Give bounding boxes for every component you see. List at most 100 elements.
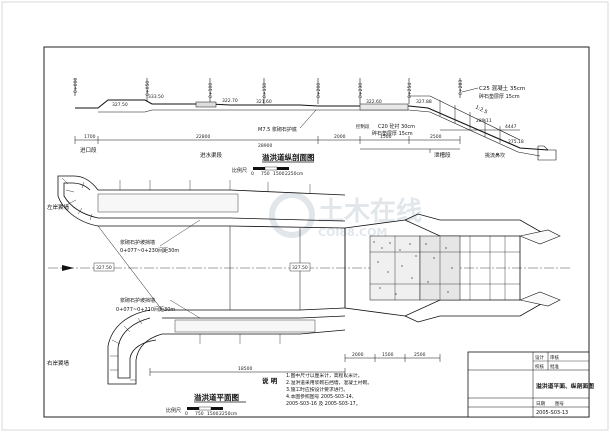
title-block-reviewer: 审核 [550,354,559,361]
plan-elevation-2: 327.50 [292,265,308,271]
plan-scale-tick-1: 750 [195,411,204,417]
notes-line-5: 2005-S03-16 及 2005-S03-17。 [286,401,361,407]
title-block: 设计 审核 校核 批准 溢洪道平面、纵剖面图 日期 图号 2005-S03-13 [467,351,594,418]
elevation-7: 275.18 [508,139,524,145]
section-inlet: 进口段 [80,146,97,154]
plan-upper-wing-wall [57,175,99,227]
profile-scale-tick-3: 2250cm [285,171,303,177]
annotation-dissipator: 挑流鼻坎 [485,152,505,159]
annotation-gravel: 碎石垫层厚 15cm [479,93,520,100]
plan-range-label-2: 0+077~0+210间距30m [116,306,175,313]
sheet-inner-frame [43,46,590,418]
plan-upper-bank [97,189,346,229]
plan-protection-label-1: 浆砌石护坡挡墙 [120,239,155,246]
dim-stilling: 2000 [334,134,346,140]
elevation-2: 322.70 [222,98,238,104]
profile-scale-bar: 0 750 1500 2250cm [251,166,303,177]
annotation-m75: M7.5 浆砌石护底 [258,126,297,133]
plan-dimension-line [149,354,441,376]
dim-chute: 28900 [258,143,272,149]
dim-d1: 1500 [380,134,392,140]
profile-chute-steps [439,100,501,143]
title-block-drawing-name: 溢洪道平面、纵剖面图 [536,382,594,390]
watermark-text-cn: 土木在线 [318,197,422,227]
profile-scale-tick-0: 0 [251,171,254,177]
title-block-drawing-number: 2005-S03-13 [536,410,568,416]
station-0: 0+000 [73,78,79,93]
plan-dim-c: 2500 [414,352,426,358]
notes-line-1: 1.图中尺寸以厘米计，高程以米计。 [286,372,363,379]
elevation-5: 327.88 [416,99,432,105]
plan-scale-tick-2: 1500 [207,411,219,417]
plan-range-label-1: 0+077~0+230间距30m [120,247,179,254]
profile-station-labels: 0+000 0+050 0+100 0+150 0+200 0+230 0+25… [73,78,464,98]
dim-approach: 22800 [196,134,210,140]
plan-scale-tick-3: 2250cm [219,411,237,417]
title-block-designer: 设计 [535,354,544,361]
plan-dim-a: 2000 [352,352,364,358]
dim-d3: 4447 [505,124,517,130]
watermark: 土木在线 COI88.COM [269,192,422,239]
title-block-date-label: 日期 [536,401,545,407]
plan-dim-total: 18500 [238,366,252,372]
profile-title: 溢洪道纵剖面图 [262,152,315,162]
plan-left-wall-top-label: 左岸翼墙 [47,203,70,211]
section-chute: 泄槽段 [434,151,451,159]
station-3: 0+150 [262,83,268,98]
plan-chute [344,213,561,323]
notes-line-3: 3.施工时应按设计要求进行。 [286,386,348,393]
annotation-slope: 1:2.5 [474,104,488,115]
title-block-approver: 批准 [550,363,559,370]
station-4: 0+200 [316,83,322,98]
profile-channel-floor [98,109,541,157]
station-1: 0+050 [145,81,151,96]
elevation-1: 333.50 [148,94,164,100]
plan-dim-b: 1500 [382,352,394,358]
plan-scale-bar: 0 750 1500 2250cm [185,406,237,417]
notes-heading: 说 明 [262,376,278,385]
elevation-6: 289.11 [476,118,492,124]
plan-lower-wing-wall [107,309,163,385]
profile-scale-tick-1: 750 [261,171,270,177]
profile-scale-label: 比例尺 [232,167,247,174]
plan-elevation-1: 327.50 [96,265,112,271]
plan-view: 左岸翼墙 右岸翼墙 327.50 327.50 浆砌石护坡挡墙 0+077~0+… [47,175,570,417]
profile-channel-bed [75,99,549,151]
plan-station-ticks [119,180,311,344]
longitudinal-profile: 0+000 0+050 0+100 0+150 0+200 0+230 0+25… [73,78,557,177]
elevation-4: 322.60 [366,99,382,105]
station-5: 0+230 [358,83,364,98]
profile-dissipator-shape [537,145,557,161]
plan-left-wall-bottom-label: 右岸翼墙 [47,359,70,367]
profile-right-wall-top [409,95,521,141]
profile-dimension-line [74,129,520,153]
notes-line-2: 2.溢洪道采用浆砌石挡墙，混凝土衬砌。 [286,379,372,386]
plan-flow-arrow [62,265,74,271]
station-7: 0+283 [458,80,464,95]
plan-scale-label: 比例尺 [166,407,181,414]
elevation-3: 321.60 [256,99,272,105]
profile-hatch-2 [359,103,409,111]
plan-scale-tick-0: 0 [185,411,188,417]
profile-elevations: 327.50 333.50 322.70 321.60 322.60 327.8… [112,94,524,145]
title-block-number-label: 图号 [555,401,564,407]
profile-station-ticks [74,78,461,104]
profile-hatch-1 [195,101,217,108]
annotation-gravel2: 碎石垫层厚 15cm [372,130,413,137]
elevation-0: 327.50 [112,102,128,108]
title-block-checker: 校核 [535,363,544,370]
station-6: 0+254 [407,83,413,98]
annotation-c20: C20 砼衬 30cm [378,123,415,130]
dim-inlet: 1700 [84,134,96,140]
station-2: 0+100 [208,83,214,98]
dim-d2: 2500 [430,134,442,140]
plan-title: 溢洪道平面图 [194,392,239,402]
notes-block: 说 明 1.图中尺寸以厘米计，高程以米计。 2.溢洪道采用浆砌石挡墙，混凝土衬砌… [262,372,372,407]
plan-protection-label-2: 浆砌石护坡挡墙 [120,297,155,304]
notes-line-4: 4.本图参照图号 2005-S03-14、 [286,393,357,400]
profile-scale-tick-2: 1500 [273,171,285,177]
profile-annotations: C25 混凝土 35cm 碎石垫层厚 15cm M7.5 浆砌石护底 C20 砼… [258,84,525,159]
annotation-c25: C25 混凝土 35cm [479,84,525,92]
